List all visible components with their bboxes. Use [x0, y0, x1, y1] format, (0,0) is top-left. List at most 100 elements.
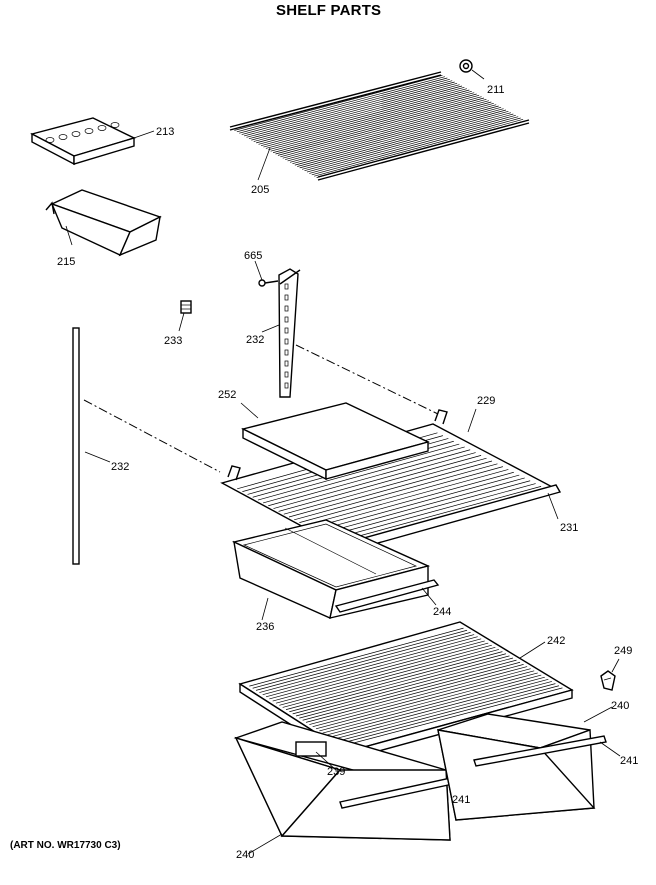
callout-240-right: 240	[611, 700, 629, 712]
glass-rib	[259, 634, 475, 693]
wire-rod	[311, 117, 521, 176]
callout-240-left: 240	[236, 849, 254, 861]
callout-242: 242	[547, 635, 565, 647]
part-213-egg-tray	[30, 117, 155, 166]
wire-rod	[314, 474, 520, 532]
wire-rod	[256, 86, 465, 144]
glass-rib	[262, 636, 478, 696]
part-232-ladder-right	[261, 268, 301, 398]
callout-241-left: 241	[452, 794, 470, 806]
wire-rod	[325, 480, 531, 538]
wire-rod	[309, 116, 519, 174]
callout-244: 244	[433, 606, 451, 618]
glass-rib	[342, 687, 563, 747]
wire-rod	[260, 89, 470, 147]
glass-rib	[329, 678, 549, 738]
wire-rod	[253, 85, 463, 142]
callout-252: 252	[218, 389, 236, 401]
wire-rod	[304, 469, 509, 526]
wire-rod	[314, 118, 524, 177]
wire-rod	[268, 93, 477, 151]
wire-rod	[282, 101, 492, 159]
ladder-slot	[284, 360, 289, 367]
wire-rod	[335, 486, 542, 543]
wire-rod	[299, 466, 504, 523]
part-249-bracket	[600, 658, 620, 691]
wire-rod	[268, 449, 471, 507]
glass-rib	[335, 683, 556, 742]
glass-rib	[252, 629, 468, 689]
wire-rod	[304, 113, 514, 172]
wire-rod	[239, 77, 448, 134]
callout-665: 665	[244, 250, 262, 262]
glass-rib	[292, 655, 510, 715]
wire-rod	[289, 105, 499, 163]
glass-rib	[312, 668, 531, 728]
egg-cup	[45, 137, 55, 143]
wire-rod	[258, 88, 467, 145]
callout-236: 236	[256, 621, 274, 633]
wire-rod	[288, 460, 493, 518]
egg-cup	[71, 131, 81, 137]
glass-rib	[319, 672, 538, 732]
egg-cup	[110, 122, 120, 128]
alignment-line-right	[295, 344, 439, 415]
wire-rod	[306, 114, 516, 173]
wire-rod	[241, 78, 450, 135]
part-242-glass-shelf	[238, 621, 574, 762]
callout-239: 239	[327, 766, 345, 778]
page-title: SHELF PARTS	[276, 2, 382, 19]
part-232-ladder-left	[72, 327, 111, 565]
wire-rod	[236, 76, 445, 133]
ladder-slot	[284, 382, 289, 389]
glass-rib	[339, 685, 560, 745]
wire-rod	[316, 120, 526, 178]
callout-labels: 211 213 205 215 665 233 232 232 252 229 …	[57, 84, 638, 861]
alignment-line-left	[83, 399, 221, 473]
ladder-slot	[284, 305, 289, 312]
wire-rod	[251, 84, 460, 141]
wire-rod	[278, 455, 482, 512]
part-236-drawer	[231, 519, 440, 621]
ladder-slot	[284, 349, 289, 356]
wire-rod	[285, 102, 494, 160]
callout-232-left: 232	[111, 461, 129, 473]
glass-rib	[325, 676, 545, 736]
wire-rod	[309, 471, 514, 529]
ladder-slot	[284, 283, 289, 290]
egg-cup	[97, 125, 107, 131]
callout-215: 215	[57, 256, 75, 268]
wire-rod	[265, 92, 475, 149]
glass-rib	[309, 666, 528, 725]
part-211-clip	[459, 59, 485, 80]
ladder-slot	[284, 338, 289, 345]
part-240-crisper-left	[233, 721, 463, 855]
glass-rib	[315, 670, 535, 730]
wire-rod	[280, 100, 489, 158]
callout-213: 213	[156, 126, 174, 138]
callout-231: 231	[560, 522, 578, 534]
glass-rib	[279, 646, 496, 706]
callout-229: 229	[477, 395, 495, 407]
wire-rod	[262, 446, 465, 504]
wire-rod	[243, 80, 453, 137]
wire-rod	[248, 82, 458, 140]
glass-rib	[265, 638, 482, 698]
callout-233: 233	[164, 335, 182, 347]
wire-rod	[294, 463, 498, 521]
glass-rib	[275, 644, 492, 704]
glass-rib	[255, 632, 471, 691]
callout-211: 211	[487, 84, 505, 96]
wire-rod	[319, 477, 525, 535]
wire-rod	[263, 90, 472, 148]
wire-rod	[275, 97, 485, 155]
ladder-slot	[284, 371, 289, 378]
egg-cup	[58, 134, 68, 140]
wire-rod	[277, 98, 487, 156]
wire-rod	[287, 104, 497, 162]
wire-rod	[272, 96, 482, 153]
art-number: (ART NO. WR17730 C3)	[10, 840, 121, 851]
wire-rod	[234, 74, 443, 131]
egg-cup	[84, 128, 94, 134]
callout-205: 205	[251, 184, 269, 196]
